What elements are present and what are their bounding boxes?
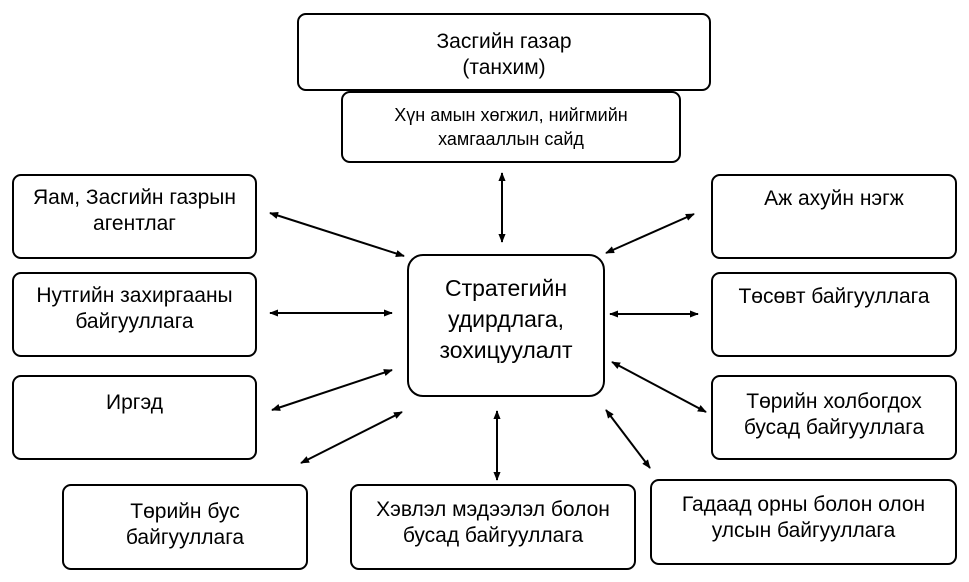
international-box: Гадаад орны болон олон улсын байгууллага <box>650 479 957 565</box>
arrow-citizens-center <box>271 369 393 411</box>
arrow-ngo-center <box>300 411 403 464</box>
budget-organization-box: Төсөвт байгууллага <box>711 272 957 357</box>
ministry-box: Хүн амын хөгжил, нийгмийн хамгааллын сай… <box>341 91 681 163</box>
media-box: Хэвлэл мэдээлэл болон бусад байгууллага <box>350 484 636 570</box>
business-entity-box: Аж ахуйн нэгж <box>711 174 957 259</box>
arrow-international-center <box>605 409 651 469</box>
agencies-box: Яам, Засгийн газрын агентлаг <box>12 174 257 259</box>
state-related-box: Төрийн холбогдох бусад байгууллага <box>711 375 957 460</box>
ngo-box: Төрийн бус байгууллага <box>62 484 308 570</box>
citizens-box: Иргэд <box>12 375 257 460</box>
local-administration-box: Нутгийн захиргааны байгууллага <box>12 272 257 357</box>
strategic-management-box: Стратегийн удирдлага, зохицуулалт <box>407 254 605 397</box>
arrow-state-related-center <box>611 361 707 413</box>
arrow-business-center <box>605 213 695 254</box>
arrow-agencies-center <box>269 212 405 257</box>
cabinet-box: Засгийн газар (танхим) <box>297 13 711 91</box>
